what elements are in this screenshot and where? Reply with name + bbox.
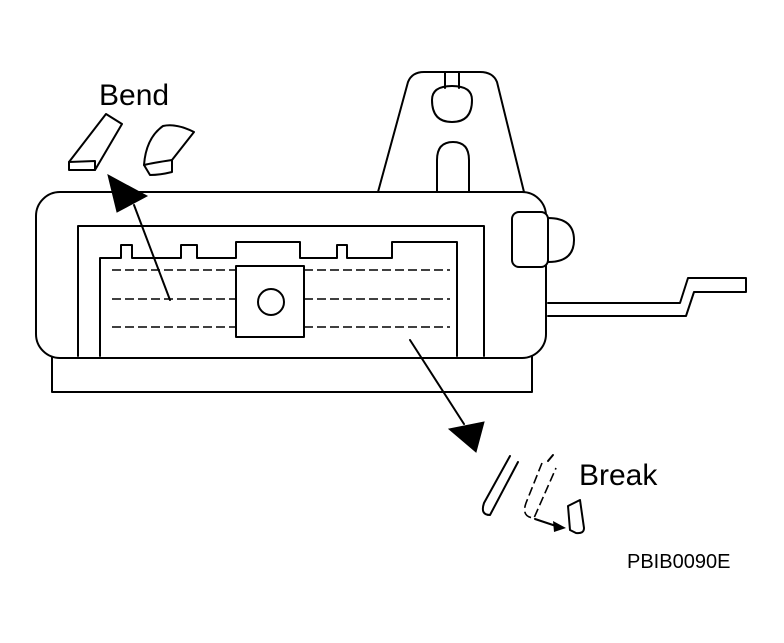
bend-terminals-illustration [68,113,195,176]
side-latch [511,211,575,268]
mounting-bracket [377,71,525,193]
harness-lead [547,277,747,317]
connector-base [51,355,533,393]
break-label: Break [579,459,658,492]
break-terminals-illustration [481,454,585,535]
bend-arrow [107,174,171,301]
break-arrow [409,339,485,453]
figure-code: PBIB0090E [627,551,730,573]
connector-housing [35,191,547,359]
bend-label: Bend [99,79,169,112]
